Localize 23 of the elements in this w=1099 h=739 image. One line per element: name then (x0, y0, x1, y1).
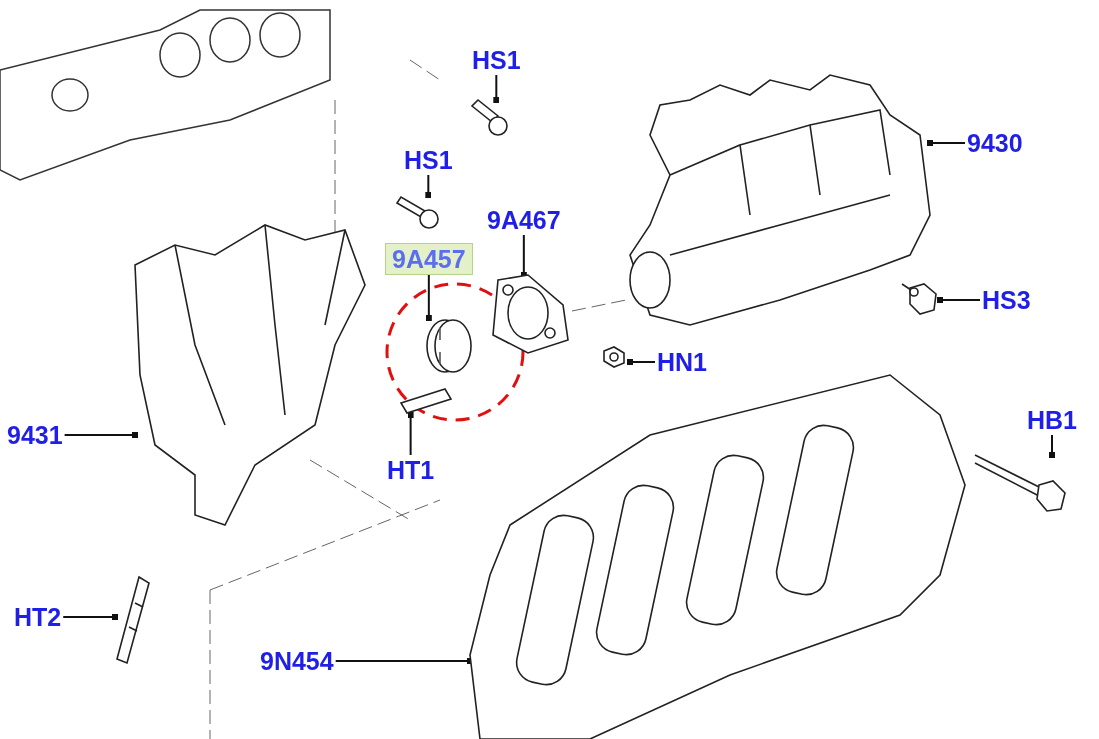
highlighted-part-number: 9A457 (385, 243, 473, 275)
part-number: 9A467 (485, 205, 563, 235)
part-number: HN1 (655, 347, 709, 377)
leader-line (425, 274, 432, 321)
part-number: 9431 (5, 420, 65, 450)
part-number: HT2 (12, 602, 64, 632)
leader-line (407, 412, 414, 456)
leader-line (62, 614, 118, 620)
part-number: HB1 (1025, 405, 1079, 435)
leader-line (937, 297, 981, 303)
leader-line (425, 174, 432, 198)
part-number: 9N454 (258, 646, 336, 676)
part-number: HS1 (402, 145, 455, 175)
leader-line (493, 74, 500, 103)
leader-line (520, 234, 527, 278)
leader-line (63, 432, 138, 438)
part-number: HS1 (470, 45, 523, 75)
leader-line (927, 140, 966, 146)
part-number: HS3 (980, 285, 1033, 315)
part-number: 9430 (965, 128, 1025, 158)
part-number: HT1 (385, 455, 437, 485)
leader-line (627, 359, 656, 365)
leader-line (1049, 434, 1055, 458)
